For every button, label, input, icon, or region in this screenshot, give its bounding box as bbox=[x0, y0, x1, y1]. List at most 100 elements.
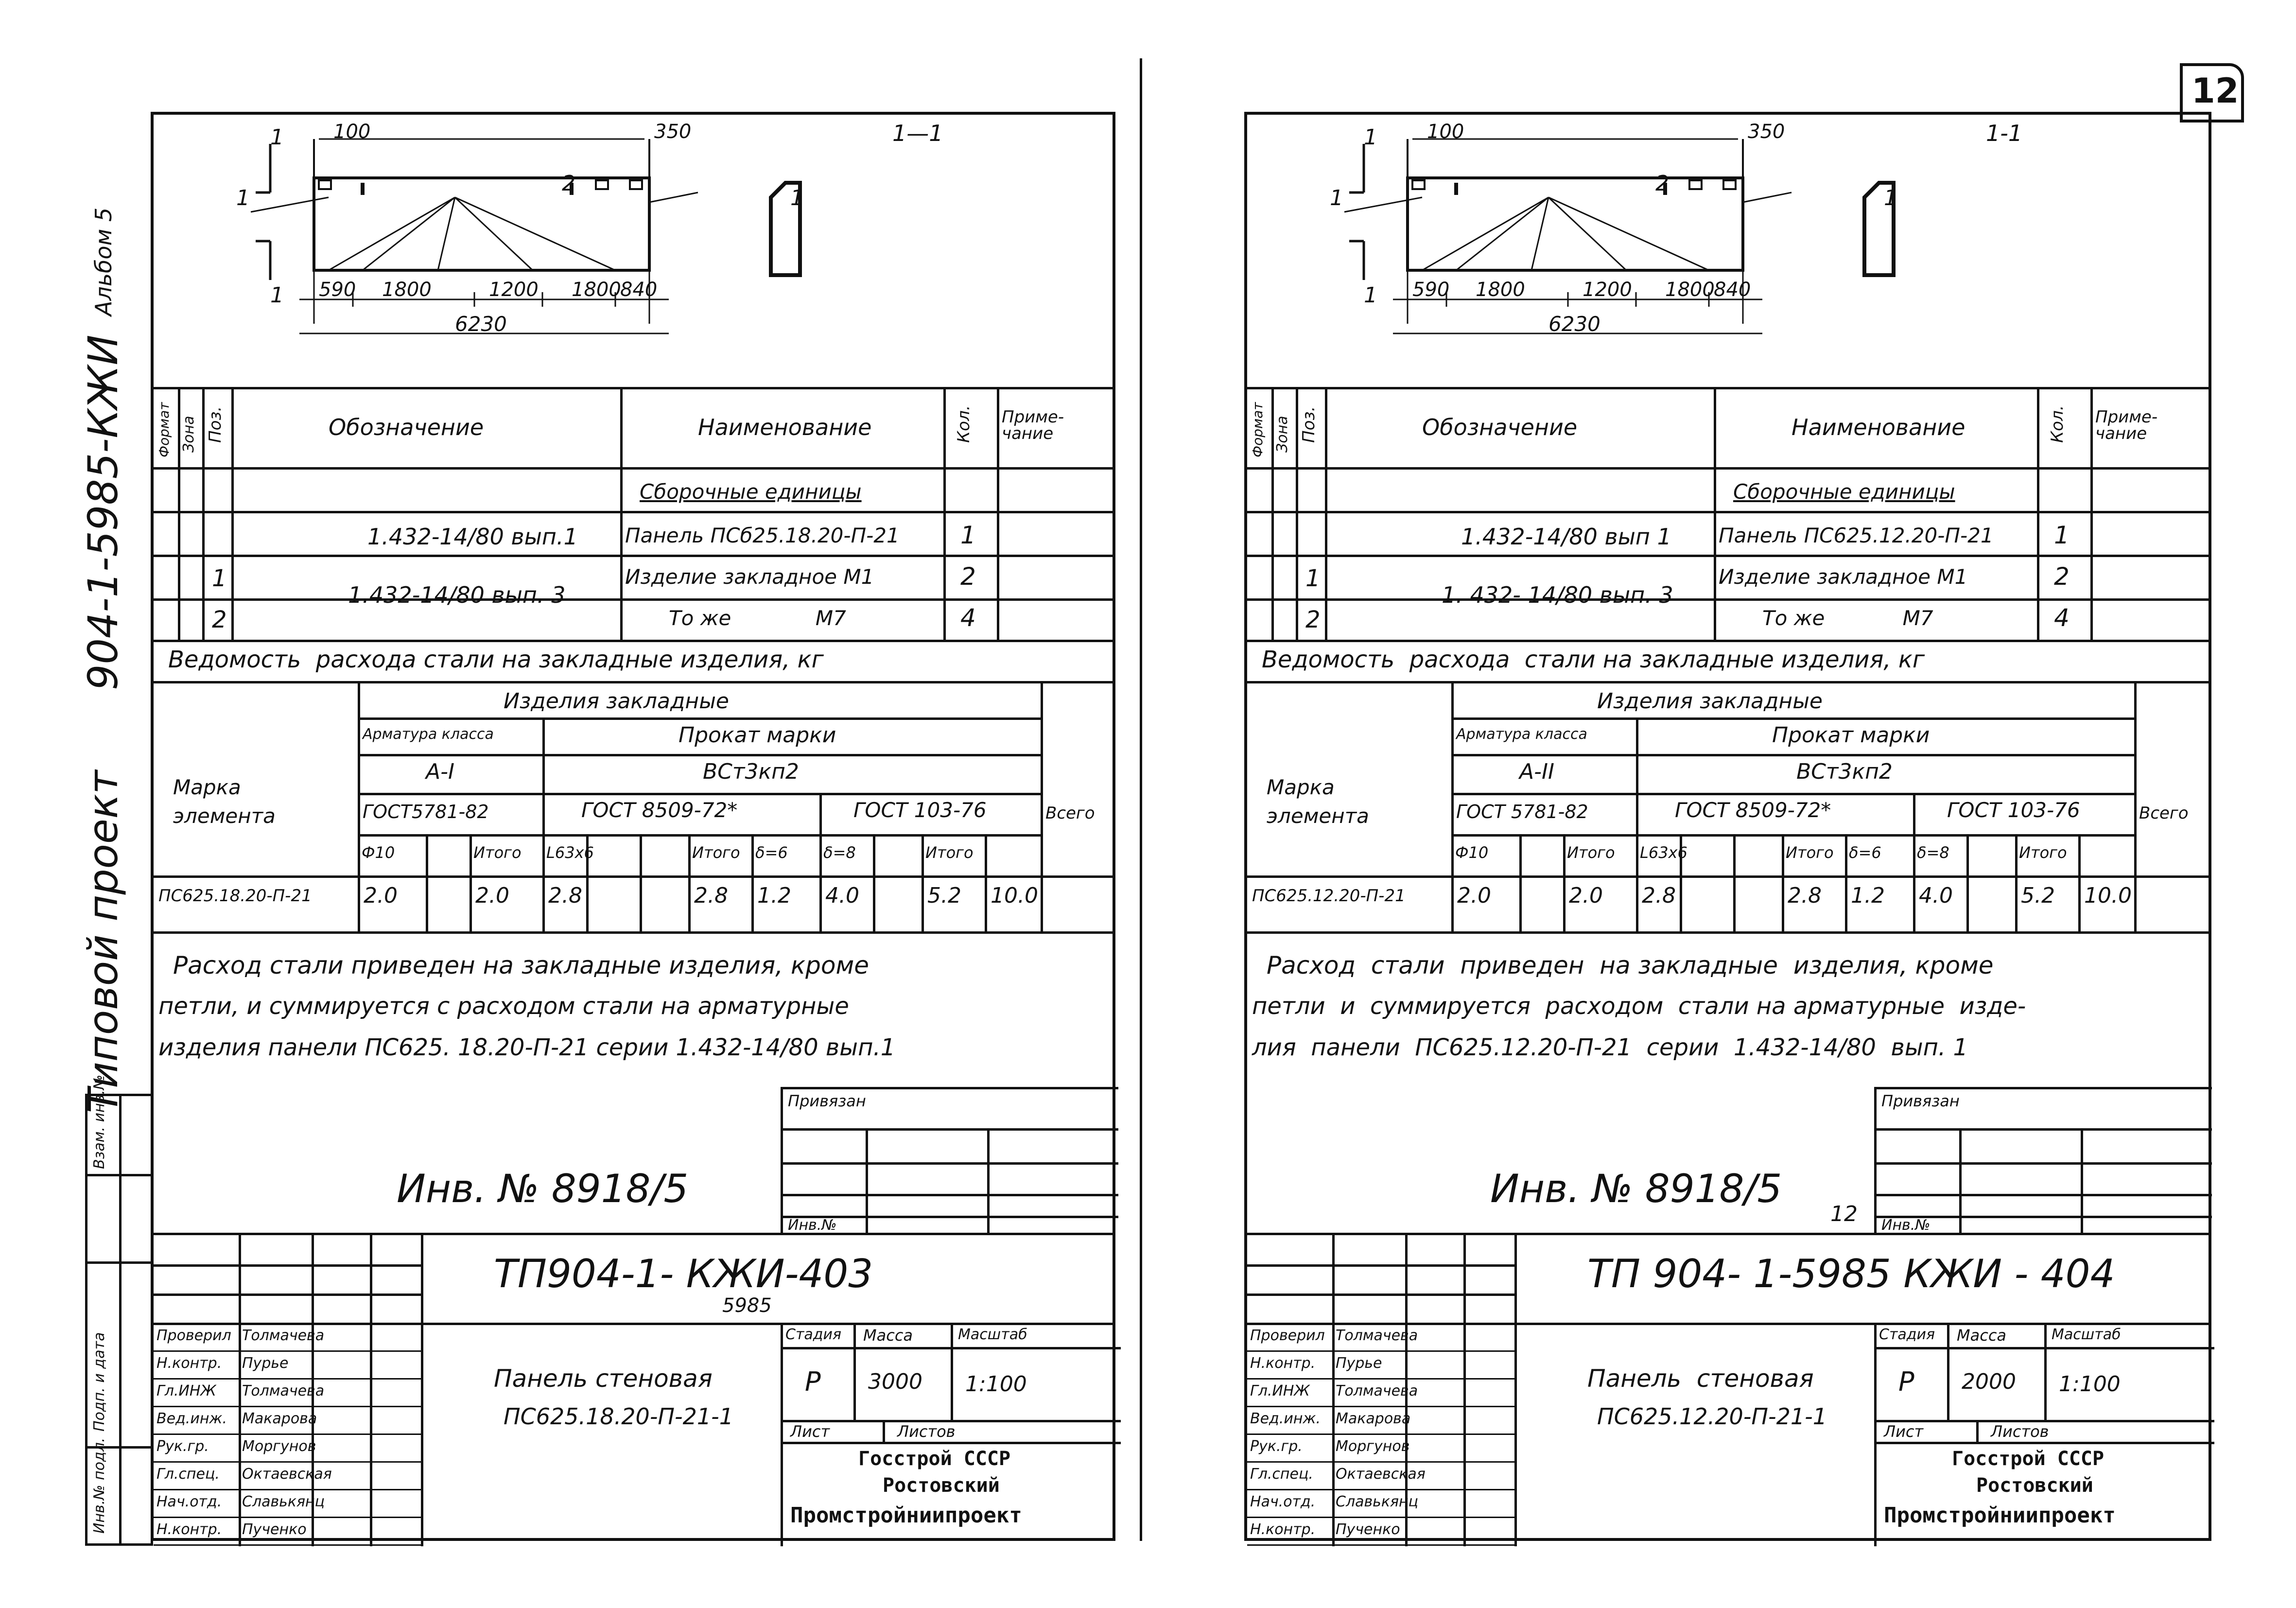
panel-outline bbox=[250, 138, 802, 334]
drawing-sheet-right: 100 350 1 1 2 1 1 1-1 590 1800 1200 1800… bbox=[1244, 112, 2214, 1546]
signature-row-line bbox=[154, 1517, 421, 1518]
signature-role: Нач.отд. bbox=[1250, 1493, 1316, 1510]
rebar-class-hdr: Арматура класса bbox=[1456, 726, 1587, 743]
dim-bottom: 1800 bbox=[1665, 279, 1715, 301]
inventory-number: Инв. № 8918/5 bbox=[1490, 1166, 1782, 1211]
signature-name: Октаевская bbox=[1336, 1466, 1426, 1483]
steel-subheader: δ=8 bbox=[1917, 843, 1949, 862]
rebar-class-hdr: Арматура класса bbox=[363, 726, 494, 743]
steel-subheader: Итого bbox=[1786, 843, 1834, 862]
row-qty: 2 bbox=[2054, 562, 2070, 591]
steel-value: 1.2 bbox=[1851, 883, 1885, 908]
steel-col-divider bbox=[1966, 834, 1969, 934]
rebar-class: А-II bbox=[1519, 759, 1554, 784]
scale-value: 1:100 bbox=[965, 1372, 1027, 1397]
rolled-mark: ВСт3кп2 bbox=[703, 759, 799, 784]
dim-bottom: 1800 bbox=[572, 279, 621, 301]
steel-subheader: L63x6 bbox=[546, 843, 594, 862]
side-stamp-cell: Подп. и дата bbox=[91, 1332, 108, 1432]
signature-role: Н.контр. bbox=[1250, 1355, 1316, 1372]
steel-subheader: δ=6 bbox=[1849, 843, 1881, 862]
note-line: лия панели ПС625.12.20-П-21 серии 1.432-… bbox=[1252, 1034, 1968, 1061]
side-label-album: Альбом 5 bbox=[90, 207, 117, 316]
signature-role: Н.контр. bbox=[157, 1521, 222, 1538]
steel-value: 2.8 bbox=[694, 883, 728, 908]
steel-col-divider bbox=[819, 834, 822, 934]
rolled-hdr: Прокат марки bbox=[1772, 723, 1930, 748]
signature-role: Гл.ИНЖ bbox=[157, 1382, 216, 1399]
total-hdr: Всего bbox=[1045, 804, 1095, 823]
signature-name: Моргунов bbox=[242, 1438, 316, 1455]
row-name: То же М7 bbox=[669, 606, 846, 630]
row-qty: 4 bbox=[2054, 604, 2070, 632]
dim-bottom: 590 bbox=[1412, 279, 1450, 301]
mass-hdr: Масса bbox=[1957, 1326, 2007, 1345]
row-designation: 1.432-14/80 вып 1 bbox=[1461, 524, 1671, 550]
hdr-name: Наименование bbox=[698, 414, 872, 440]
dim-bottom: 840 bbox=[1714, 279, 1751, 301]
note-line: Расход стали приведен на закладные издел… bbox=[173, 951, 869, 979]
steel-group: Изделия закладные bbox=[504, 689, 729, 714]
signature-name: Пурье bbox=[242, 1355, 289, 1372]
signature-name: Пурье bbox=[1336, 1355, 1382, 1372]
note-line: изделия панели ПС625. 18.20-П-21 серии 1… bbox=[158, 1034, 896, 1061]
hdr-zone: Зона bbox=[180, 416, 197, 453]
page-number: 12 bbox=[2192, 71, 2239, 111]
title-line: Панель стеновая bbox=[1587, 1364, 1814, 1393]
steel-value: 2.8 bbox=[548, 883, 582, 908]
steel-col-divider bbox=[1519, 834, 1522, 934]
signature-role: Гл.спец. bbox=[1250, 1466, 1313, 1483]
steel-value: 4.0 bbox=[825, 883, 859, 908]
org-line: Промстройниипроект bbox=[1884, 1503, 2116, 1528]
steel-col-divider bbox=[1563, 834, 1565, 934]
steel-col-divider bbox=[922, 834, 924, 934]
steel-value: 5.2 bbox=[2021, 883, 2055, 908]
side-stamp-cell: Взам. инв.№ bbox=[91, 1074, 108, 1169]
steel-title: Ведомость расхода стали на закладные изд… bbox=[1262, 646, 1925, 673]
steel-table: Ведомость расхода стали на закладные изд… bbox=[154, 640, 1113, 934]
signature-name: Славькянц bbox=[1336, 1493, 1419, 1510]
steel-row-label: ПС625.12.20-П-21 bbox=[1252, 886, 1406, 906]
steel-subheader: Итого bbox=[1567, 843, 1615, 862]
hdr-qty: Кол. bbox=[954, 405, 974, 443]
spec-table: Формат Зона Поз. Обозначение Наименовани… bbox=[154, 387, 1113, 642]
drawing-sheet-left: 100 350 1 1 2 1 1 1—1 590 1800 1200 1800… bbox=[151, 112, 1121, 1546]
sheet-number: 12 bbox=[1830, 1202, 1858, 1226]
steel-value: 10.0 bbox=[991, 883, 1038, 908]
row-name: Панель ПС625.12.20-П-21 bbox=[1719, 524, 1994, 547]
gost-2: ГОСТ 8509-72* bbox=[581, 798, 738, 822]
signature-name: Пученко bbox=[1336, 1521, 1400, 1538]
group-title: Сборочные единицы bbox=[640, 480, 862, 504]
row-designation: 1. 432- 14/80 вып. 3 bbox=[1442, 582, 1673, 608]
steel-col-divider bbox=[2015, 834, 2018, 934]
signature-role: Проверил bbox=[1250, 1327, 1325, 1344]
steel-col-divider bbox=[426, 834, 428, 934]
dim-total: 6230 bbox=[455, 312, 507, 336]
signature-row-line bbox=[1247, 1461, 1514, 1463]
lists-hdr: Листов bbox=[1991, 1422, 2049, 1441]
pos-1-left: 1 bbox=[1330, 186, 1343, 210]
signature-role: Гл.спец. bbox=[157, 1466, 220, 1483]
steel-subheader: Итого bbox=[2019, 843, 2067, 862]
title-line: ПС625.18.20-П-21-1 bbox=[504, 1403, 734, 1430]
gost-1: ГОСТ 5781-82 bbox=[1456, 801, 1588, 822]
signature-name: Макарова bbox=[242, 1410, 317, 1427]
gost-3: ГОСТ 103-76 bbox=[853, 798, 987, 822]
scale-value: 1:100 bbox=[2059, 1372, 2121, 1397]
hdr-pos: Поз. bbox=[206, 406, 225, 443]
steel-col-divider bbox=[1636, 834, 1638, 934]
stage-hdr: Стадия bbox=[1879, 1326, 1935, 1343]
panel-outline bbox=[1344, 138, 1896, 334]
steel-col-divider bbox=[2134, 834, 2137, 934]
plan-drawing: 100 350 1 1 2 1 1 1-1 590 1800 1200 1800… bbox=[1247, 115, 2209, 387]
dim-total: 6230 bbox=[1548, 312, 1600, 336]
dim-bottom: 1200 bbox=[1583, 279, 1632, 301]
hdr-designation: Обозначение bbox=[329, 414, 484, 440]
side-stamp-cell: Инв.№ подл. bbox=[91, 1437, 108, 1534]
dim-bottom: 840 bbox=[620, 279, 658, 301]
rebar-class: А-I bbox=[426, 759, 454, 784]
